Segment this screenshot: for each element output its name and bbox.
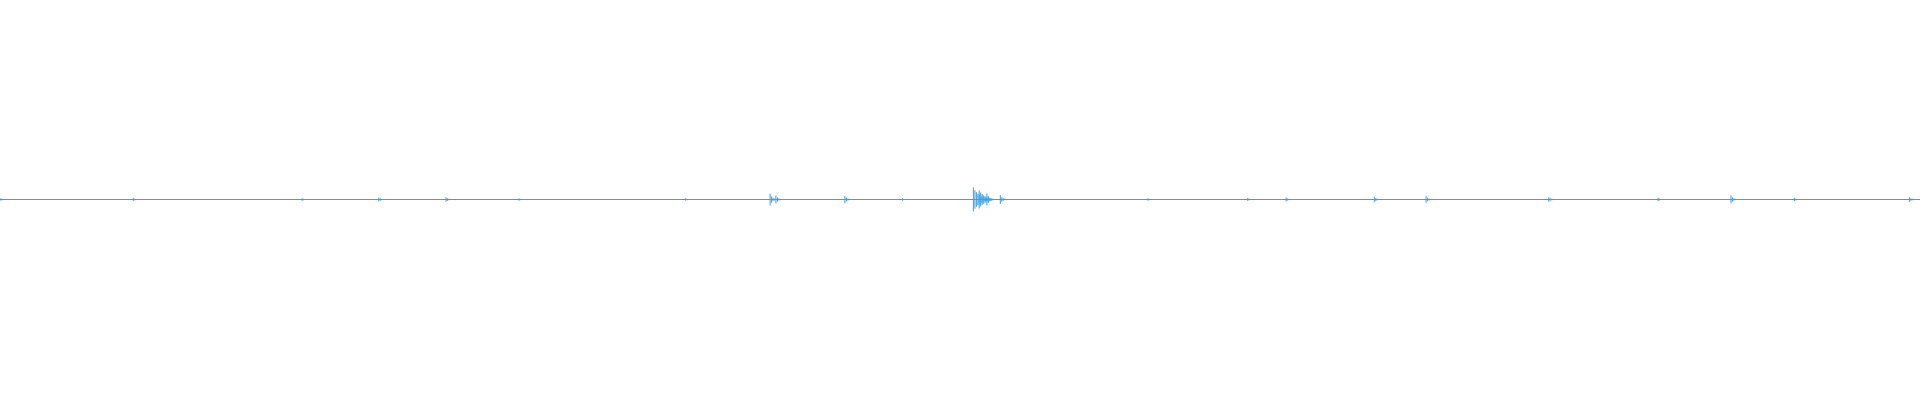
waveform-burst (1247, 198, 1253, 201)
waveform-burst (445, 197, 451, 202)
waveform-burst (844, 195, 850, 204)
waveform-burst (1285, 197, 1292, 202)
waveform-burst (999, 195, 1006, 204)
waveform-burst (132, 197, 139, 202)
waveform-burst (1147, 198, 1153, 201)
waveform-burst (518, 198, 524, 201)
waveform-burst (1908, 197, 1915, 202)
waveform-burst (986, 193, 992, 206)
waveform-burst (301, 198, 308, 201)
waveform-burst (769, 193, 776, 206)
waveform-burst (1730, 195, 1736, 204)
waveform-burst (1657, 197, 1664, 202)
waveform-burst (685, 198, 691, 201)
waveform-burst (0, 198, 6, 201)
waveform-burst (1425, 196, 1432, 203)
waveform-bursts (0, 187, 1915, 212)
waveform-burst (378, 197, 384, 202)
waveform-burst (1373, 196, 1380, 203)
waveform-burst (775, 195, 781, 204)
waveform-burst (1793, 197, 1800, 202)
waveform-burst (902, 198, 908, 201)
waveform-burst (1548, 197, 1554, 202)
